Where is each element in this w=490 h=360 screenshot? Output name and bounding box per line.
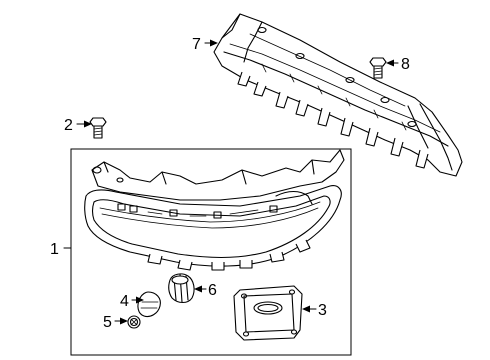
part-6-bulb-socket [168,273,195,304]
part-8-bolt [369,57,387,79]
part-5-grommet [127,315,141,329]
part-1-headlamp-assembly [84,149,345,271]
leader-3 [302,305,317,313]
callout-1: 1 [50,241,59,258]
callout-8: 8 [401,56,410,73]
callout-4: 4 [120,293,129,310]
callout-5: 5 [103,314,112,331]
leader-2 [76,120,92,128]
part-2-bolt [89,117,107,139]
callout-2: 2 [64,117,73,134]
callout-6: 6 [208,282,217,299]
part-3-ballast-module [233,285,303,341]
part-7-bracket [213,13,463,177]
leader-5 [114,317,128,325]
callout-3: 3 [318,302,327,319]
callout-7: 7 [192,36,201,53]
leader-6 [194,285,207,293]
part-4-cap [137,291,161,318]
leader-7 [204,39,218,47]
leader-8 [386,59,399,67]
leader-4 [131,296,144,304]
assembly-frame [70,148,352,356]
